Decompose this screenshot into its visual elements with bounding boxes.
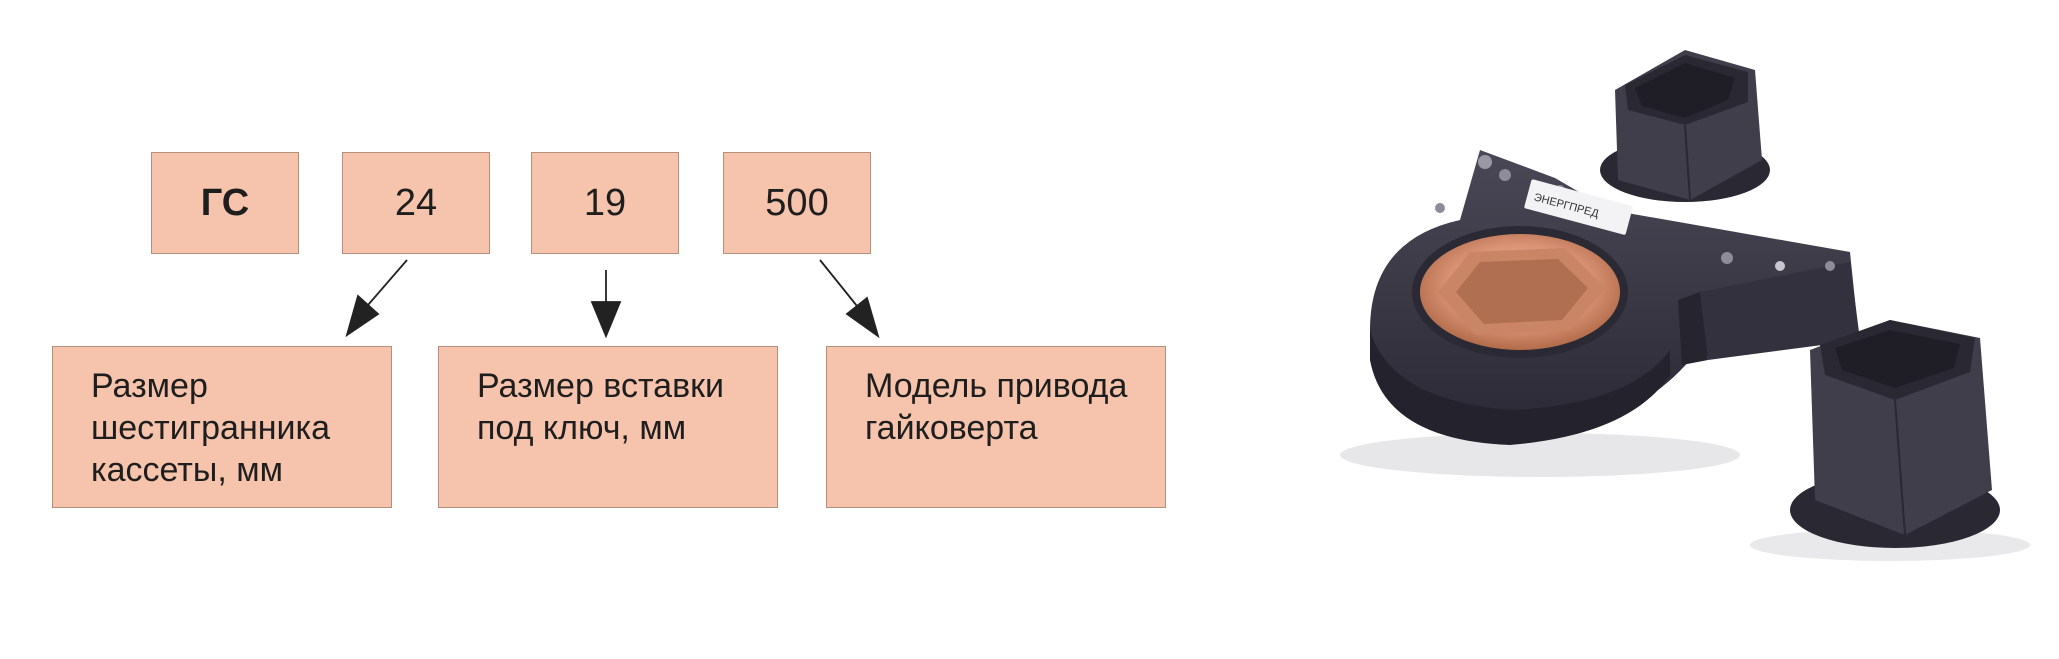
- desc-hex-size-line-1: Размер: [91, 367, 208, 405]
- hex-socket-top: [1600, 50, 1770, 202]
- code-drive-model-text: 500: [765, 181, 829, 224]
- code-box-prefix: ГС: [151, 152, 299, 254]
- desc-box-insert-size: Размер вставки под ключ, мм: [438, 346, 778, 508]
- desc-insert-size-line-2: под ключ, мм: [477, 409, 687, 447]
- bolt-hole-icon: [1775, 261, 1785, 271]
- code-box-insert-size: 19: [531, 152, 679, 254]
- desc-insert-size-line-1: Размер вставки: [477, 367, 725, 405]
- bolt-hole-icon: [1435, 203, 1445, 213]
- desc-hex-size-line-2: шестигранника: [91, 409, 331, 447]
- arrow-insert-size-head: [590, 301, 622, 339]
- bolt-hole-icon: [1478, 155, 1492, 169]
- code-insert-size-text: 19: [583, 181, 627, 224]
- bolt-hole-icon: [1721, 252, 1733, 264]
- arrow-hex-size: [367, 259, 408, 306]
- code-box-hex-size: 24: [342, 152, 490, 254]
- desc-box-hex-size: Размер шестигранника кассеты, мм: [52, 346, 392, 508]
- code-box-drive-model: 500: [723, 152, 871, 254]
- cassette-body: ЭНЕРГПРЕД: [1370, 150, 1860, 445]
- arrow-drive-model-head: [845, 296, 880, 339]
- code-hex-size-text: 24: [394, 181, 438, 224]
- desc-box-drive-model: Модель привода гайковерта: [826, 346, 1166, 508]
- desc-drive-model-line-2: гайковерта: [865, 409, 1038, 447]
- desc-hex-size-line-3: кассеты, мм: [91, 451, 283, 489]
- desc-drive-model-line-1: Модель привода: [865, 367, 1128, 405]
- label-plate: [1524, 179, 1633, 235]
- bolt-hole-icon: [1499, 169, 1511, 181]
- hex-socket-bottom: [1790, 320, 2000, 548]
- arrow-hex-size-head: [345, 294, 380, 338]
- bolt-hole-icon: [1825, 261, 1835, 271]
- connector-arrows: [345, 259, 880, 339]
- code-prefix-text: ГС: [200, 181, 250, 224]
- hex-cassette-illustration: ЭНЕРГПРЕД: [1340, 50, 2030, 561]
- arrow-drive-model: [819, 259, 858, 307]
